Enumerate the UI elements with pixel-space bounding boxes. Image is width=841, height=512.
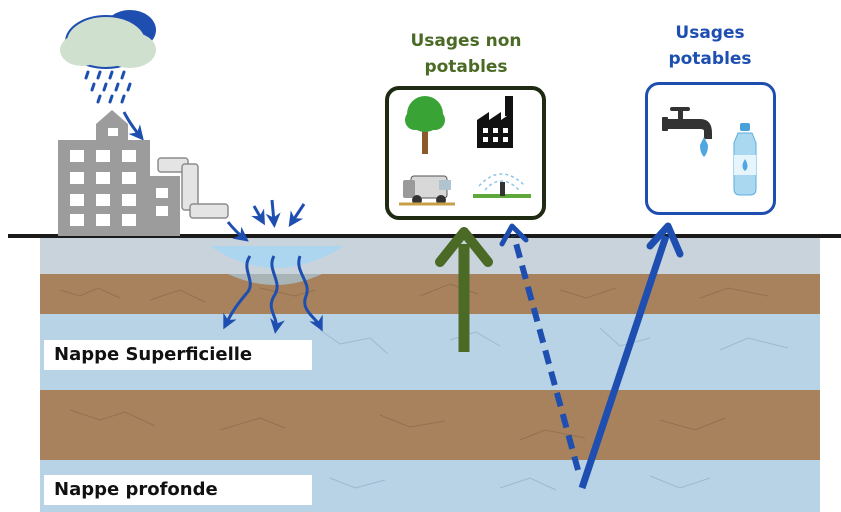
infiltration-arrow — [251, 205, 265, 226]
infiltration-wave-arrow — [223, 255, 252, 330]
rain-runoff-arrow — [122, 111, 144, 141]
non-potable-title: Usages non potables — [410, 31, 522, 77]
ground-layers — [40, 238, 820, 512]
surface-strip — [40, 238, 820, 274]
soil-layer-middle — [40, 390, 820, 460]
rain-cloud-icon — [60, 10, 156, 104]
factory-icon — [477, 96, 513, 148]
infiltration-wave-arrow — [269, 255, 285, 334]
water-bottle-icon — [733, 123, 757, 196]
non-potable-panel — [385, 86, 546, 220]
infiltration-pond — [210, 246, 344, 268]
sprinkler-icon — [473, 173, 531, 198]
aquifer-cracks — [319, 327, 789, 491]
building-icon — [58, 110, 180, 236]
deep-aquifer-label: Nappe profonde — [44, 475, 312, 505]
potable-icons — [662, 107, 757, 196]
potable-title: Usages potables — [668, 23, 752, 69]
infiltration-arrow — [265, 199, 281, 228]
deep-to-non-potable-dashed-arrow — [499, 223, 581, 471]
drain-pipe-icon — [157, 157, 229, 219]
non-potable-icons — [399, 96, 531, 206]
shallow-aquifer-label: Nappe Superficielle — [44, 340, 312, 370]
tree-icon — [405, 96, 445, 154]
soil-layer-top — [40, 274, 820, 314]
potable-panel — [645, 82, 776, 215]
non-potable-supply-arrow — [435, 227, 493, 352]
potable-supply-arrow — [578, 222, 684, 490]
infiltration-wave-arrow — [297, 255, 323, 332]
street-sweeper-icon — [399, 175, 455, 206]
pipe-outflow-arrow — [226, 221, 249, 242]
water-tap-icon — [662, 107, 712, 157]
infiltration-arrow — [288, 203, 306, 227]
soil-cracks — [59, 283, 769, 441]
